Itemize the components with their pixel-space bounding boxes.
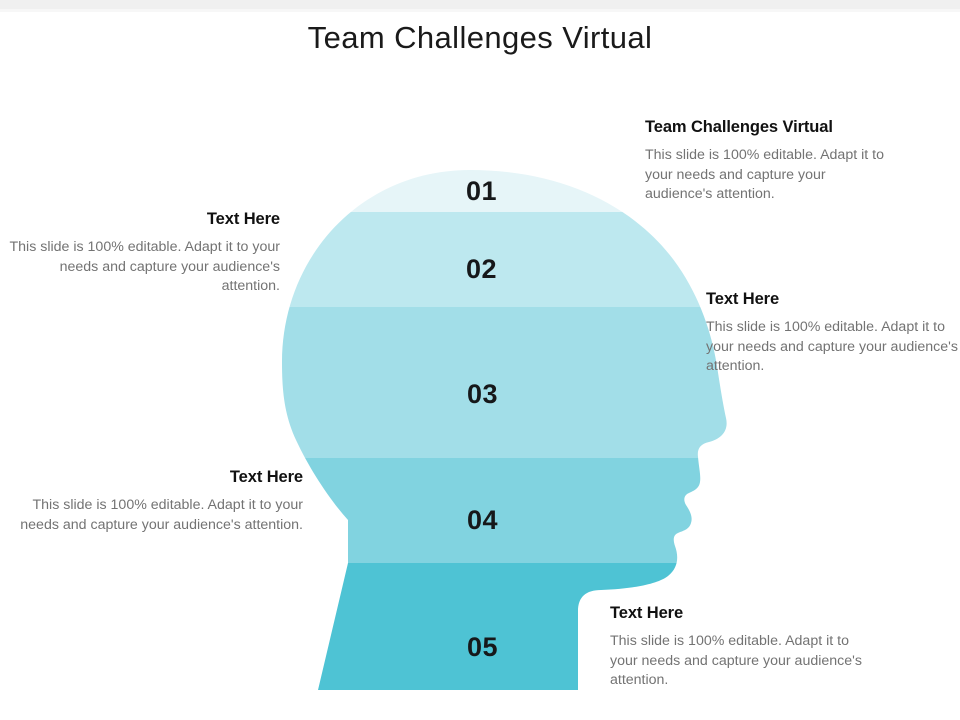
band-number-04: 04 — [467, 505, 499, 535]
callout-02-body: This slide is 100% editable. Adapt it to… — [9, 239, 280, 294]
callout-04-heading: Text Here — [229, 468, 303, 486]
callout-03-body: This slide is 100% editable. Adapt it to… — [706, 319, 958, 374]
callout-02: Text Here This slide is 100% editable. A… — [8, 210, 280, 297]
head-band-04 — [282, 458, 727, 563]
callout-05-heading: Text Here — [610, 604, 684, 622]
callout-05-body: This slide is 100% editable. Adapt it to… — [610, 633, 862, 688]
band-number-02: 02 — [466, 254, 498, 284]
window-top-bar-divider — [0, 9, 960, 12]
callout-03: Text Here This slide is 100% editable. A… — [706, 290, 958, 377]
window-top-bar — [0, 0, 960, 9]
callout-02-heading: Text Here — [206, 210, 280, 228]
band-number-05: 05 — [467, 632, 499, 662]
callout-04-body: This slide is 100% editable. Adapt it to… — [20, 497, 303, 533]
callout-03-heading: Text Here — [706, 290, 780, 308]
callout-05: Text Here This slide is 100% editable. A… — [610, 604, 872, 691]
head-band-03 — [282, 307, 727, 458]
callout-01-body: This slide is 100% editable. Adapt it to… — [645, 147, 884, 202]
callout-01-heading: Team Challenges Virtual — [645, 118, 833, 136]
callout-01: Team Challenges Virtual This slide is 10… — [645, 118, 893, 205]
page-title: Team Challenges Virtual — [307, 20, 653, 55]
band-number-03: 03 — [467, 379, 499, 409]
callout-04: Text Here This slide is 100% editable. A… — [18, 468, 303, 535]
band-number-01: 01 — [466, 176, 498, 206]
